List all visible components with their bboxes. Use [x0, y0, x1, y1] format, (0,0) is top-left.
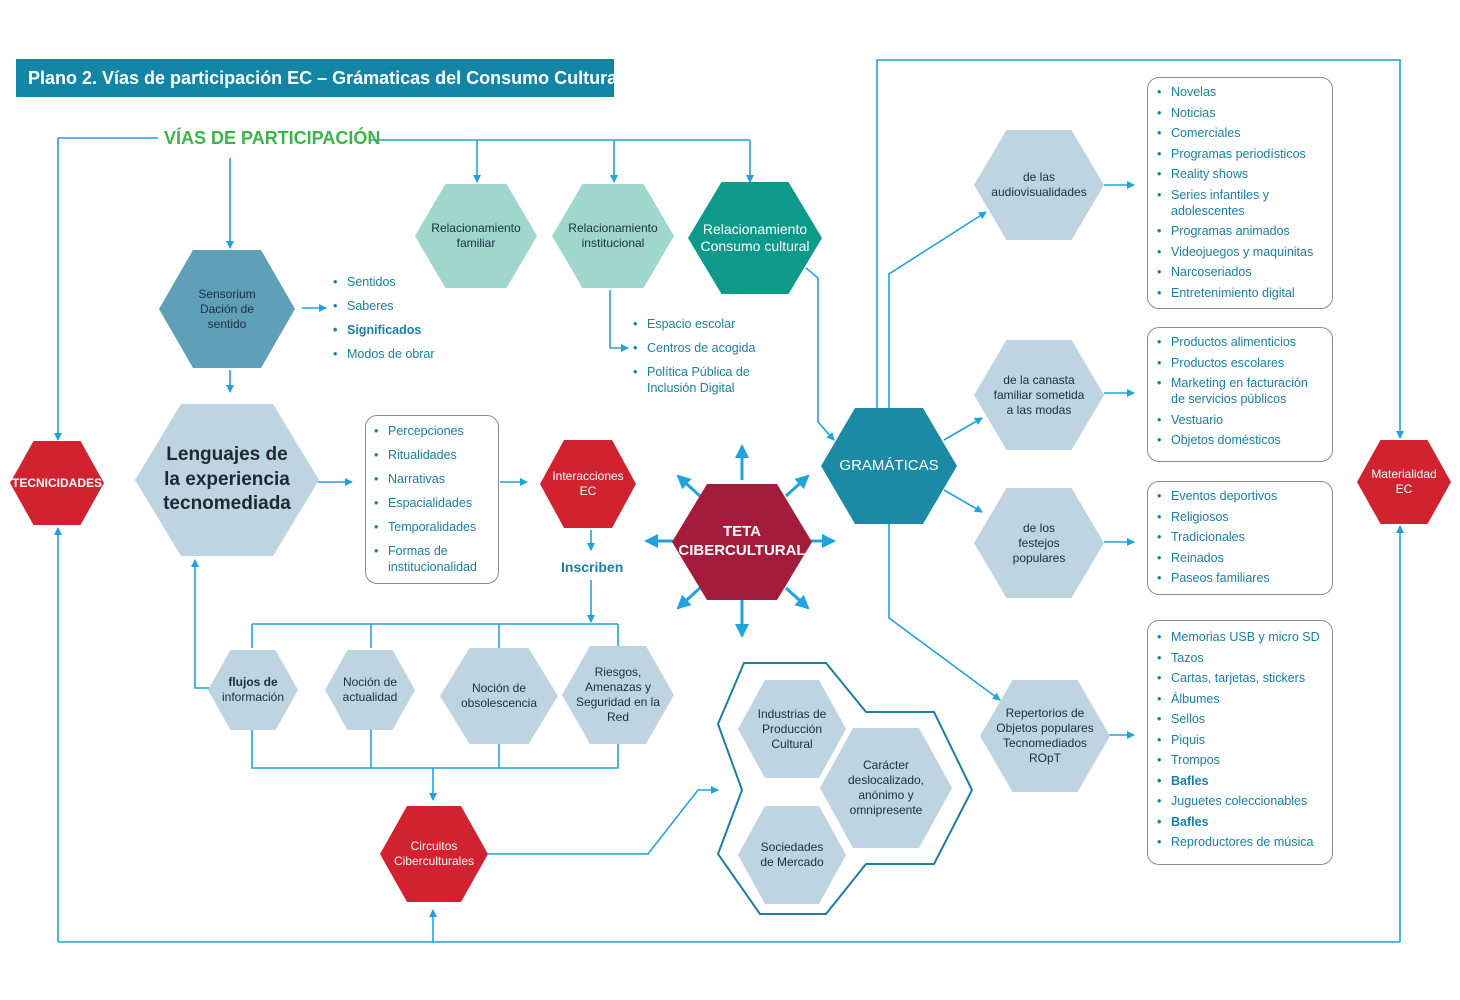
audiovisualidades-list-item: Comerciales [1157, 125, 1329, 141]
repertorios-list-item: Bafles [1157, 814, 1329, 830]
repertorios-list-item: Sellos [1157, 711, 1329, 727]
repertorios-list-item: Álbumes [1157, 691, 1329, 707]
repertorios-list-item: Reproductores de música [1157, 834, 1329, 850]
institucional-list: Espacio escolarCentros de acogidaPolític… [633, 316, 793, 404]
institucional-list-item: Espacio escolar [633, 316, 793, 332]
gramaticas-to-repertorios-line [888, 524, 1001, 701]
repertorios-list-item: Cartas, tarjetas, stickers [1157, 670, 1329, 686]
lenguajes-list-item: Narrativas [374, 471, 498, 487]
repertorios-list-item: Piquis [1157, 732, 1329, 748]
audiovisualidades-list-item: Narcoseriados [1157, 264, 1329, 280]
consumo-to-gramaticas-line [805, 267, 835, 441]
audiovisualidades-list-item: Noticias [1157, 105, 1329, 121]
flujos-bold-label: flujos de [228, 675, 278, 689]
sensorium-list-item: Modos de obrar [333, 346, 463, 362]
lenguajes-list-item: Temporalidades [374, 519, 498, 535]
institucional-list-item: Centros de acogida [633, 340, 793, 356]
gramaticas-to-canasta-line [943, 417, 983, 441]
flujos-rest-label: información [221, 690, 285, 704]
teta-arrow-downleft [676, 586, 702, 610]
sensorium-list-item: Significados [333, 322, 463, 338]
gramaticas-to-audiovisual-line [888, 211, 987, 408]
audiovisualidades-list-item: Entretenimiento digital [1157, 285, 1329, 301]
canasta-list-item: Marketing en facturación de servicios pú… [1157, 375, 1329, 407]
repertorios-list-item: Bafles [1157, 773, 1329, 789]
sensorium-list-item: Saberes [333, 298, 463, 314]
canasta-list-item: Vestuario [1157, 412, 1329, 428]
circuitos-to-cluster-line [488, 786, 719, 855]
repertorios-list-item: Juguetes coleccionables [1157, 793, 1329, 809]
repertorios-list-item: Tazos [1157, 650, 1329, 666]
lenguajes-list-item: Percepciones [374, 423, 498, 439]
lenguajes-list: PercepcionesRitualidadesNarrativasEspaci… [374, 423, 498, 583]
canasta-list-item: Objetos domésticos [1157, 432, 1329, 448]
sensorium-list-item: Sentidos [333, 274, 463, 290]
caracter-node: Carácter deslocalizado, anónimo y omnipr… [820, 728, 952, 848]
institucional-to-list-line [609, 290, 629, 352]
lenguajes-list-item: Espacialidades [374, 495, 498, 511]
festejos-list-item: Reinados [1157, 550, 1329, 566]
plan-title-bar: Plano 2. Vías de participación EC – Grám… [16, 59, 622, 97]
repertorios-list-item: Memorias USB y micro SD [1157, 629, 1329, 645]
festejos-list-item: Paseos familiares [1157, 570, 1329, 586]
lenguajes-list-item: Ritualidades [374, 447, 498, 463]
institucional-list-item: Política Pública de Inclusión Digital [633, 364, 793, 396]
gramaticas-to-festejos-line [943, 489, 983, 513]
flujos-to-lenguajes-line [191, 559, 210, 689]
vias-to-tecnicidades-line [54, 137, 158, 441]
teta-arrow-upleft [676, 474, 702, 498]
audiovisualidades-list-item: Programas periodísticos [1157, 146, 1329, 162]
canasta-list-item: Productos alimenticios [1157, 334, 1329, 350]
audiovisualidades-list-item: Reality shows [1157, 166, 1329, 182]
festejos-list-item: Religiosos [1157, 509, 1329, 525]
teta-arrow-upright [784, 474, 810, 498]
vias-participacion-label: VÍAS DE PARTICIPACIÓN [164, 128, 381, 148]
teta-arrow-downright [784, 586, 810, 610]
sensorium-list: SentidosSaberesSignificadosModos de obra… [333, 274, 463, 370]
riesgos-node: Riesgos, Amenazas y Seguridad en la Red [562, 646, 674, 744]
audiovisualidades-list: NovelasNoticiasComercialesProgramas peri… [1157, 84, 1329, 305]
audiovisualidades-list-item: Videojuegos y maquinitas [1157, 244, 1329, 260]
inscriben-label: Inscriben [561, 559, 624, 575]
festejos-list: Eventos deportivosReligiososTradicionale… [1157, 488, 1329, 591]
audiovisualidades-list-item: Programas animados [1157, 223, 1329, 239]
festejos-list-item: Eventos deportivos [1157, 488, 1329, 504]
lenguajes-list-item: Formas de institucionalidad [374, 543, 498, 575]
gramaticas-node: GRAMÁTICAS [821, 408, 957, 524]
repertorios-list: Memorias USB y micro SD TazosCartas, tarj… [1157, 629, 1329, 855]
plan-title: Plano 2. Vías de participación EC – Grám… [28, 68, 623, 88]
repertorios-list-item: Trompos [1157, 752, 1329, 768]
cluster-outline [716, 662, 974, 915]
bottom-bracket-line [251, 730, 619, 769]
audiovisualidades-list-item: Novelas [1157, 84, 1329, 100]
gramaticas-to-materialidad-line [876, 59, 1404, 439]
festejos-list-item: Tradicionales [1157, 529, 1329, 545]
canasta-list-item: Productos escolares [1157, 355, 1329, 371]
audiovisualidades-list-item: Series infantiles y adolescentes [1157, 187, 1329, 219]
circuitos-ciberculturales-node: Circuitos Ciberculturales [380, 806, 488, 902]
canasta-list: Productos alimenticiosProductos escolare… [1157, 334, 1329, 453]
